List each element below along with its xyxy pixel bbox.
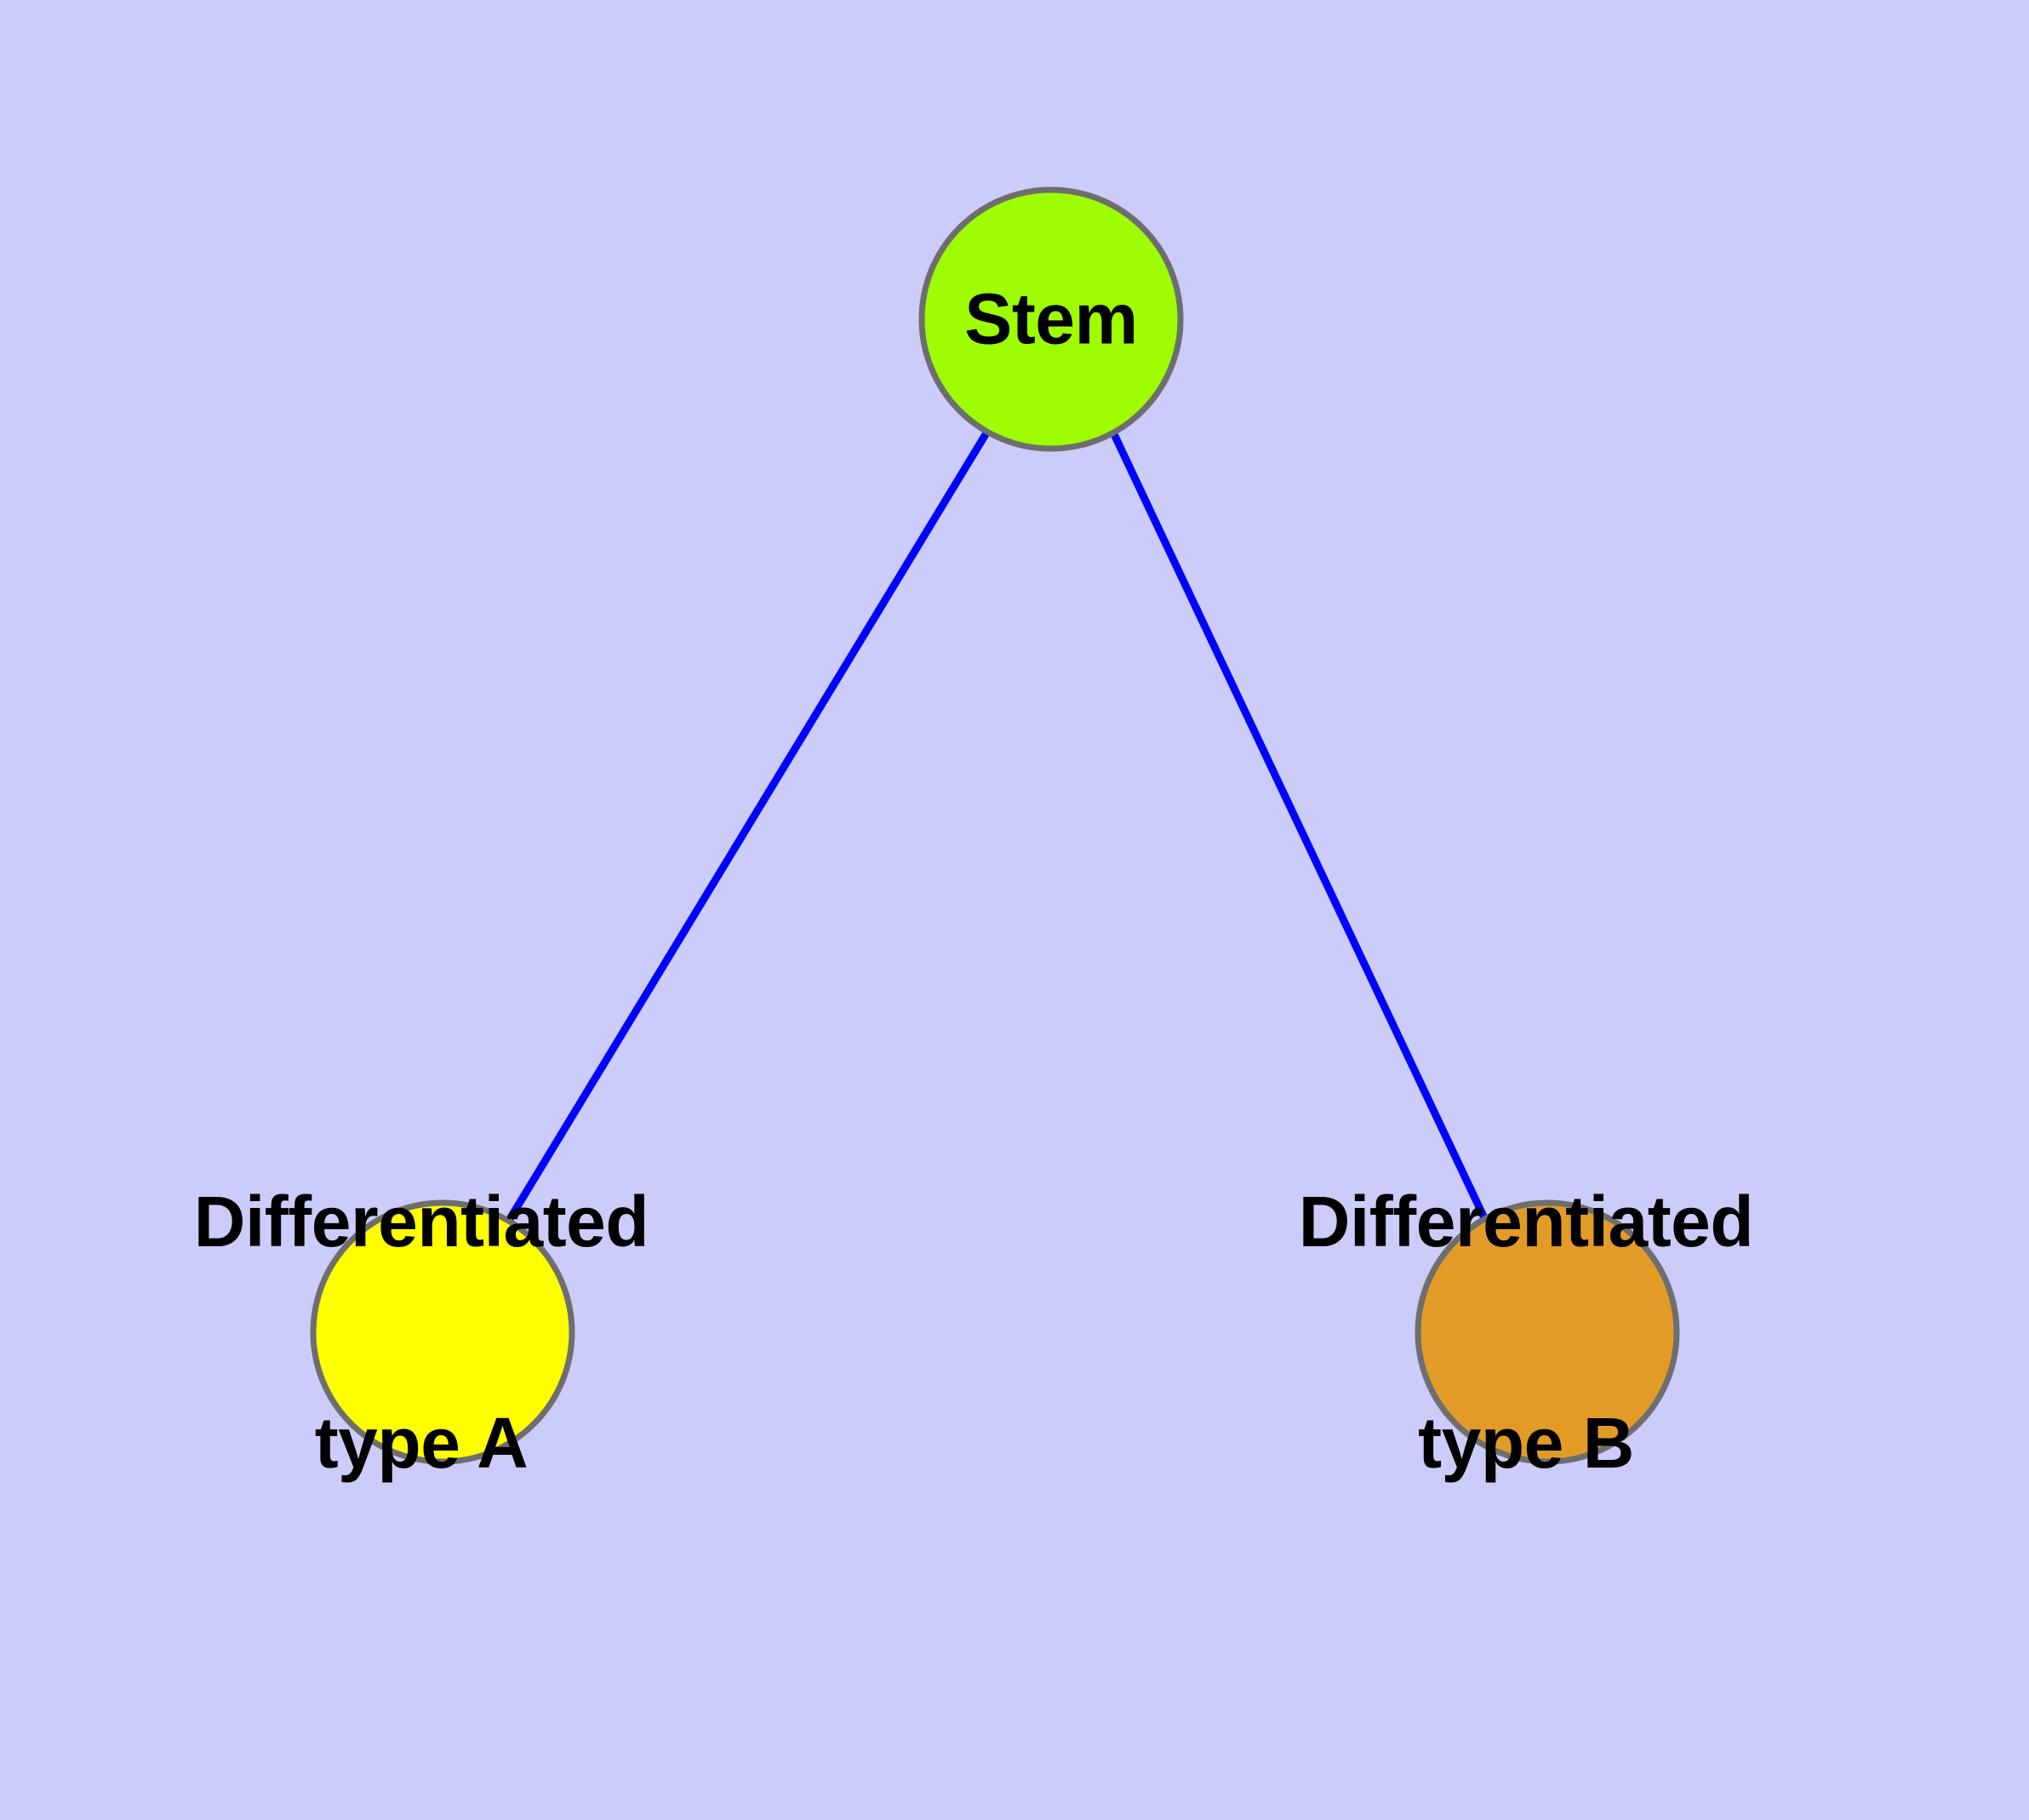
node-layer: [310, 186, 1680, 1465]
edge-layer: [503, 427, 1490, 1228]
node-differentiated-type-b[interactable]: [1415, 1199, 1680, 1465]
node-differentiated-type-a[interactable]: [310, 1199, 575, 1465]
node-stem[interactable]: [918, 186, 1184, 452]
edge-stem-to-differentiated-type-a[interactable]: [503, 427, 992, 1228]
edge-stem-to-differentiated-type-b[interactable]: [1109, 428, 1490, 1226]
